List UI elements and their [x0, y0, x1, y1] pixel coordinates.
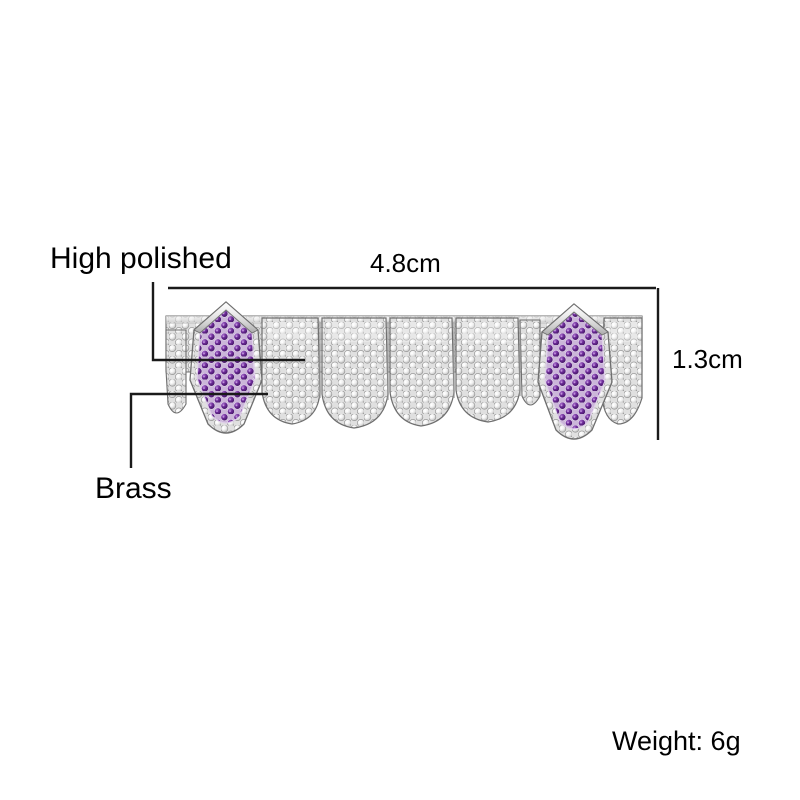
tooth-incisor-2 — [321, 317, 389, 429]
label-weight: Weight: 6g — [612, 726, 741, 756]
tooth-incisor-1 — [261, 317, 321, 425]
leader-brass — [129, 392, 268, 468]
tooth-incisor-4 — [455, 317, 521, 423]
tooth-separators — [319, 322, 521, 400]
label-height-dimension: 1.3cm — [672, 344, 743, 374]
tooth-molar-right — [601, 317, 643, 425]
fang-right-purple — [537, 303, 613, 440]
label-brass: Brass — [95, 472, 172, 505]
tooth-incisor-3 — [389, 317, 455, 427]
tooth-filler-right — [519, 319, 541, 406]
tooth-left-edge — [165, 329, 187, 414]
label-high-polished: High polished — [50, 242, 232, 275]
label-width-dimension: 4.8cm — [370, 248, 441, 278]
leader-high-polished — [151, 282, 305, 362]
